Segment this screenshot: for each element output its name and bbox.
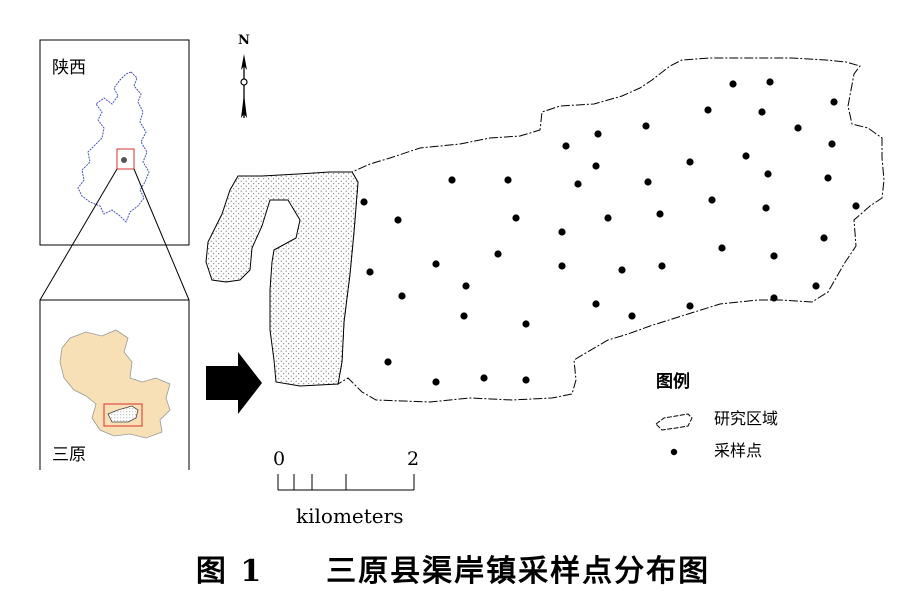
sampling-point: [794, 124, 802, 132]
shaanxi-outline: [77, 71, 150, 223]
sampling-point: [366, 268, 374, 276]
scale-end-label: 2: [407, 448, 420, 470]
sampling-point: [758, 108, 766, 116]
legend-title: 图例: [656, 372, 690, 392]
sampling-point: [594, 130, 602, 138]
sampling-point: [522, 320, 530, 328]
sampling-point: [762, 204, 770, 212]
sampling-point: [656, 210, 664, 218]
sampling-point: [618, 266, 626, 274]
sanyuan-location-marker: [121, 157, 127, 163]
sampling-point: [512, 214, 520, 222]
study-area-boundary: [337, 57, 885, 403]
zoom-connector-right: [133, 168, 190, 301]
legend-item-sampling-point: 采样点: [714, 441, 763, 460]
sampling-point: [770, 252, 778, 260]
north-arrow-icon: [240, 54, 248, 118]
caption-number: 图 1: [195, 554, 264, 589]
figure-caption: 图 1 三原县渠岸镇采样点分布图: [0, 557, 906, 587]
legend-item-study-area: 研究区域: [714, 409, 779, 428]
sampling-point: [642, 122, 650, 130]
pointer-arrow-icon: [206, 352, 262, 414]
sampling-point: [558, 262, 566, 270]
sampling-point-dot-icon: [670, 448, 678, 456]
scale-bar: [277, 474, 415, 491]
sampling-points: [360, 78, 860, 386]
sampling-point: [764, 170, 772, 178]
sampling-point: [562, 142, 570, 150]
inset-shaanxi-frame: [39, 39, 190, 246]
caption-title: 三原县渠岸镇采样点分布图: [326, 554, 711, 589]
sampling-point: [718, 244, 726, 252]
sampling-point: [504, 176, 512, 184]
shaanxi-highlight-box: [116, 148, 135, 170]
sampling-point: [432, 378, 440, 386]
sampling-point: [604, 214, 612, 222]
study-area-outline-icon: [655, 413, 693, 431]
scale-start-label: 0: [273, 448, 286, 470]
inset-sanyuan-label: 三原: [52, 445, 86, 465]
sampling-point: [830, 98, 838, 106]
sampling-point: [398, 292, 406, 300]
sampling-point: [770, 294, 778, 302]
north-arrow-label: N: [238, 33, 250, 48]
sampling-point: [592, 300, 600, 308]
sampling-point: [480, 374, 488, 382]
sampling-point: [384, 358, 392, 366]
sampling-point: [558, 228, 566, 236]
sampling-point: [824, 174, 832, 182]
sampling-point: [852, 202, 860, 210]
sampling-point: [686, 302, 694, 310]
sampling-point: [360, 198, 368, 206]
sampling-point: [592, 162, 600, 170]
sampling-point: [432, 260, 440, 268]
sampling-point: [522, 376, 530, 384]
sanyuan-study-area-mini: [107, 405, 139, 423]
sampling-point: [820, 234, 828, 242]
sampling-point: [742, 152, 750, 160]
zoom-connector-left: [39, 168, 118, 301]
inset-shaanxi-label: 陕西: [52, 58, 86, 78]
sampling-point: [628, 312, 636, 320]
sampling-point: [708, 196, 716, 204]
sampling-point: [766, 78, 774, 86]
sampling-point: [704, 106, 712, 114]
inset-sanyuan-whiteout: [39, 470, 191, 480]
sampling-point: [494, 250, 502, 258]
sampling-point: [644, 178, 652, 186]
sampling-point: [460, 312, 468, 320]
sampling-point: [658, 262, 666, 270]
sampling-point: [812, 282, 820, 290]
sampling-point: [828, 140, 836, 148]
sampling-point: [448, 176, 456, 184]
scale-unit-label: kilometers: [296, 504, 404, 528]
sanyuan-highlight-box: [103, 403, 143, 427]
sampling-point: [686, 158, 694, 166]
sampling-point: [462, 282, 470, 290]
sampling-point: [394, 216, 402, 224]
sampling-point: [574, 180, 582, 188]
stippled-area: [205, 171, 359, 387]
sampling-point: [729, 80, 737, 88]
